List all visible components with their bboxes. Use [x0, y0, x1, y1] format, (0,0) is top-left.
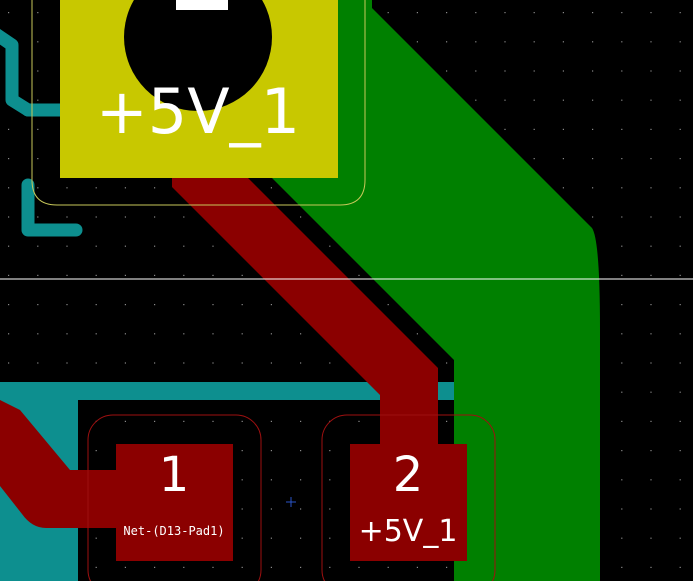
back-copper-corner	[330, 0, 365, 25]
top-pad-net-label: +5V_1	[96, 75, 300, 148]
pad2-clearance-outline	[321, 414, 496, 581]
courtyard-outline-top	[31, 0, 366, 206]
silkscreen-top-left	[0, 28, 83, 237]
pad-2-net-label: +5V_1	[359, 514, 458, 549]
pad-glyph-fragment	[176, 0, 228, 10]
pad1-clearance-outline	[87, 414, 262, 581]
pad-2-number: 2	[393, 447, 424, 503]
pad-1-number: 1	[159, 447, 190, 503]
footprint-anchor-icon	[286, 497, 296, 507]
pad-2[interactable]	[350, 444, 467, 561]
pad-1[interactable]	[116, 444, 233, 561]
pad-1-net-label: Net-(D13-Pad1)	[123, 524, 224, 538]
pad-drill-hole	[124, 0, 272, 111]
front-copper-track-diagonal	[172, 170, 438, 455]
